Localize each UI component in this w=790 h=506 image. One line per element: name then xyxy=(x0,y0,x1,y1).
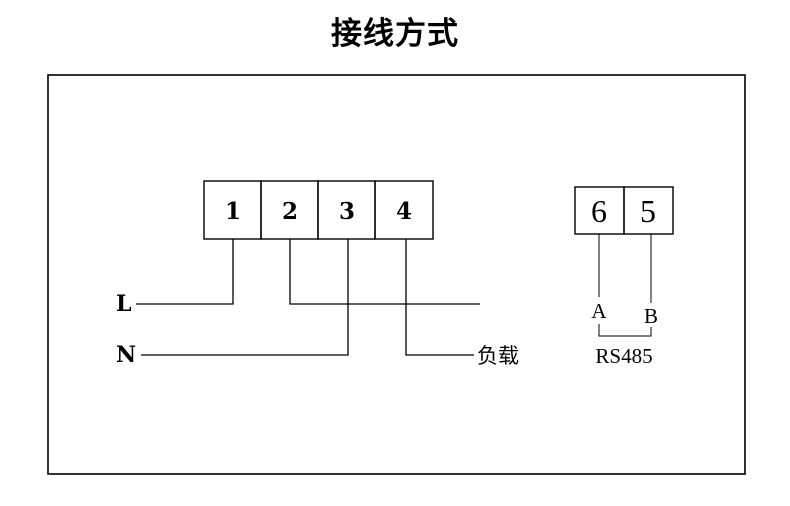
terminal-label-4: 4 xyxy=(396,198,412,225)
rs485-bracket xyxy=(598,324,652,337)
terminal-box-4 xyxy=(374,180,434,240)
terminal-label-3: 3 xyxy=(339,198,355,225)
terminal-label-1: 1 xyxy=(225,198,241,225)
comm-terminal-label-6: 6 xyxy=(591,193,607,229)
wire-live-in xyxy=(136,239,234,305)
live-label: L xyxy=(116,291,131,317)
wire-neutral xyxy=(141,239,349,356)
wire-load xyxy=(405,239,474,356)
comm-label-b: B xyxy=(644,304,658,328)
comm-label-a: A xyxy=(591,299,607,323)
comm-box-5 xyxy=(623,186,674,235)
rs485-label: RS485 xyxy=(595,344,652,368)
page-title: 接线方式 xyxy=(331,16,459,52)
comm-terminal-label-5: 5 xyxy=(640,193,656,229)
diagram-frame xyxy=(47,74,746,475)
load-label: 负载 xyxy=(477,344,519,368)
neutral-label: N xyxy=(116,342,136,368)
terminal-label-2: 2 xyxy=(282,198,298,225)
wire-live-out xyxy=(289,239,480,305)
comm-terminal-block xyxy=(574,186,674,235)
